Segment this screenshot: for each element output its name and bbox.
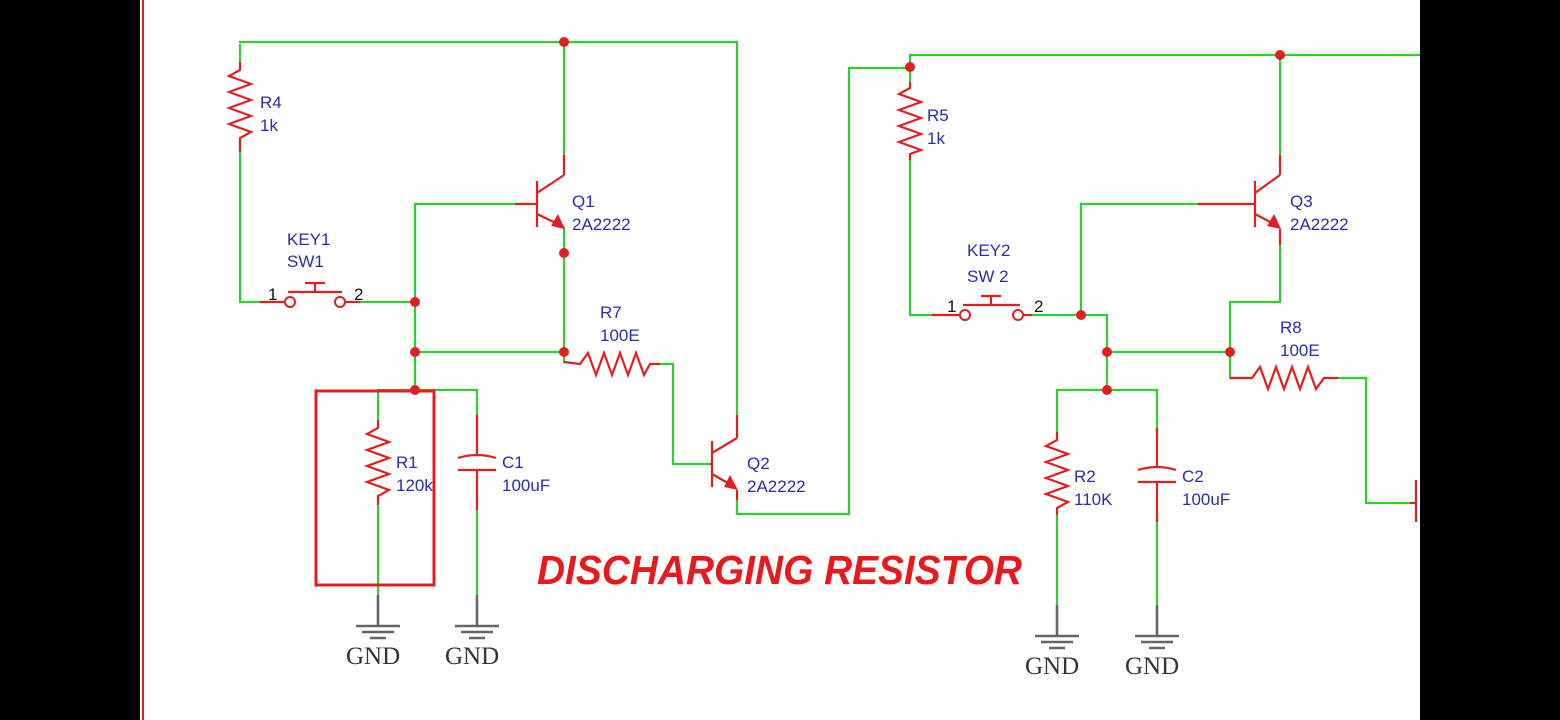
key2-value: SW 2 — [967, 267, 1009, 286]
r7-ref: R7 — [600, 303, 622, 322]
r2-value: 110K — [1074, 490, 1113, 509]
resistor-r2[interactable] — [1042, 432, 1072, 515]
ground-symbol-c1 — [455, 595, 499, 640]
ground-symbol-r1 — [356, 595, 400, 640]
discharging-resistor-highlight-box — [314, 389, 436, 587]
transistor-q2[interactable] — [710, 415, 739, 500]
r2-ref: R2 — [1074, 467, 1096, 486]
r7-value: 100E — [600, 326, 640, 345]
key2-pin2: 2 — [1034, 297, 1043, 316]
r8-ref: R8 — [1280, 318, 1302, 337]
c2-ref: C2 — [1182, 467, 1204, 486]
ground-symbol-c2 — [1135, 605, 1179, 650]
r1-ref: R1 — [396, 453, 418, 472]
q1-ref: Q1 — [572, 192, 595, 211]
key2-ref: KEY2 — [967, 241, 1010, 260]
key2-pin1: 1 — [947, 297, 956, 316]
schematic-canvas: R4 1k R5 1k R1 120k R2 110K R7 100E R8 1… — [140, 0, 1420, 720]
c2-value: 100uF — [1182, 490, 1230, 509]
key1-ref: KEY1 — [287, 230, 330, 249]
key1-pin1: 1 — [268, 285, 277, 304]
gnd-label-4: GND — [1125, 653, 1179, 680]
c1-value: 100uF — [502, 476, 550, 495]
transistor-q4-partial — [1410, 480, 1418, 522]
discharging-resistor-annotation: DISCHARGING RESISTOR — [537, 547, 1022, 593]
resistor-r5[interactable] — [895, 82, 925, 160]
q3-value: 2A2222 — [1290, 215, 1349, 234]
c1-ref: C1 — [502, 453, 524, 472]
key1-value: SW1 — [287, 252, 324, 271]
schematic-diagram: R4 1k R5 1k R1 120k R2 110K R7 100E R8 1… — [142, 0, 1420, 720]
q2-ref: Q2 — [747, 454, 770, 473]
transistor-q3[interactable] — [1198, 155, 1282, 245]
q2-value: 2A2222 — [747, 477, 806, 496]
resistor-r1[interactable] — [363, 420, 393, 505]
transistor-q1[interactable] — [515, 155, 566, 229]
capacitor-c1[interactable] — [457, 415, 497, 510]
r5-ref: R5 — [927, 106, 949, 125]
gnd-label-3: GND — [1025, 653, 1079, 680]
resistor-r8[interactable] — [1230, 363, 1338, 393]
r5-value: 1k — [927, 129, 945, 148]
ground-symbol-r2 — [1035, 605, 1079, 650]
resistor-r7[interactable] — [563, 349, 660, 379]
capacitor-c2[interactable] — [1137, 428, 1177, 522]
junction-dots — [410, 37, 1285, 395]
resistor-r4[interactable] — [225, 62, 255, 152]
switch-key2[interactable] — [932, 294, 1032, 321]
key1-pin2: 2 — [354, 285, 363, 304]
wires-left-stage — [238, 40, 912, 627]
gnd-label-2: GND — [445, 643, 499, 670]
r4-ref: R4 — [260, 93, 282, 112]
switch-key1[interactable] — [260, 281, 360, 308]
q1-value: 2A2222 — [572, 215, 631, 234]
q3-ref: Q3 — [1290, 192, 1313, 211]
r1-value: 120k — [396, 476, 433, 495]
r8-value: 100E — [1280, 341, 1320, 360]
gnd-label-1: GND — [346, 643, 400, 670]
r4-value: 1k — [260, 116, 278, 135]
